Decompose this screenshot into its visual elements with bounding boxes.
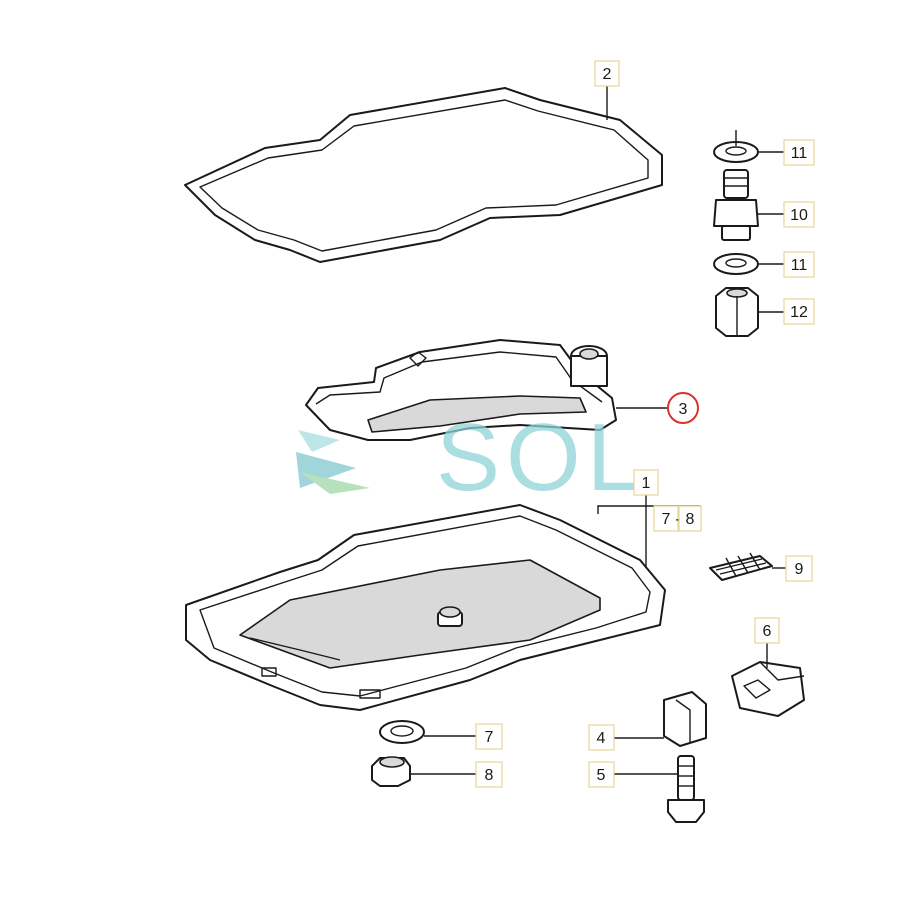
callout-3-highlighted: 3 — [667, 392, 699, 424]
callout-9: 9 — [785, 555, 813, 582]
part-7-washer — [379, 720, 425, 744]
svg-text:-: - — [675, 511, 680, 528]
watermark: SOL — [296, 404, 646, 511]
svg-text:8: 8 — [485, 767, 494, 784]
callout-6: 6 — [754, 617, 780, 644]
callout-10: 10 — [783, 201, 815, 228]
svg-text:5: 5 — [597, 767, 606, 784]
svg-text:11: 11 — [791, 145, 808, 162]
svg-text:10: 10 — [790, 207, 808, 224]
part-12-nut — [715, 287, 759, 337]
svg-text:6: 6 — [763, 623, 772, 640]
callout-4: 4 — [588, 724, 615, 751]
callout-11-top: 11 — [783, 139, 815, 166]
part-2-gasket — [184, 87, 663, 263]
svg-text:4: 4 — [597, 730, 606, 747]
part-11-washer-bottom — [713, 253, 759, 275]
part-3-filter — [305, 339, 617, 441]
callout-1: 1 — [633, 469, 659, 496]
svg-text:9: 9 — [795, 561, 804, 578]
callout-12: 12 — [783, 298, 815, 325]
part-10-fitting — [713, 169, 759, 241]
highlight-ring — [667, 392, 699, 424]
svg-text:11: 11 — [791, 257, 808, 274]
svg-text:2: 2 — [603, 66, 612, 83]
callout-11-bottom: 11 — [783, 251, 815, 278]
svg-text:12: 12 — [790, 304, 808, 321]
svg-text:1: 1 — [642, 475, 651, 492]
svg-text:8: 8 — [686, 511, 695, 528]
svg-text:3: 3 — [679, 401, 688, 418]
chevron-arrows-logo-icon — [296, 430, 370, 494]
callout-8: 8 — [475, 761, 503, 788]
callout-7: 7 — [475, 723, 503, 750]
callout-7-8-range: 7 - 8 — [653, 505, 702, 532]
part-6-clip — [731, 661, 805, 717]
part-8-plug — [371, 756, 411, 787]
part-11-washer-top — [713, 130, 759, 163]
part-4-sleeve — [663, 691, 707, 747]
part-5-bolt — [667, 755, 705, 823]
part-9-magnet — [709, 552, 773, 581]
callout-5: 5 — [588, 761, 615, 788]
callout-2: 2 — [594, 60, 620, 87]
svg-text:7: 7 — [662, 511, 671, 528]
svg-text:7: 7 — [485, 729, 494, 746]
part-1-oil-pan — [185, 504, 666, 711]
watermark-text: SOL — [436, 404, 646, 511]
